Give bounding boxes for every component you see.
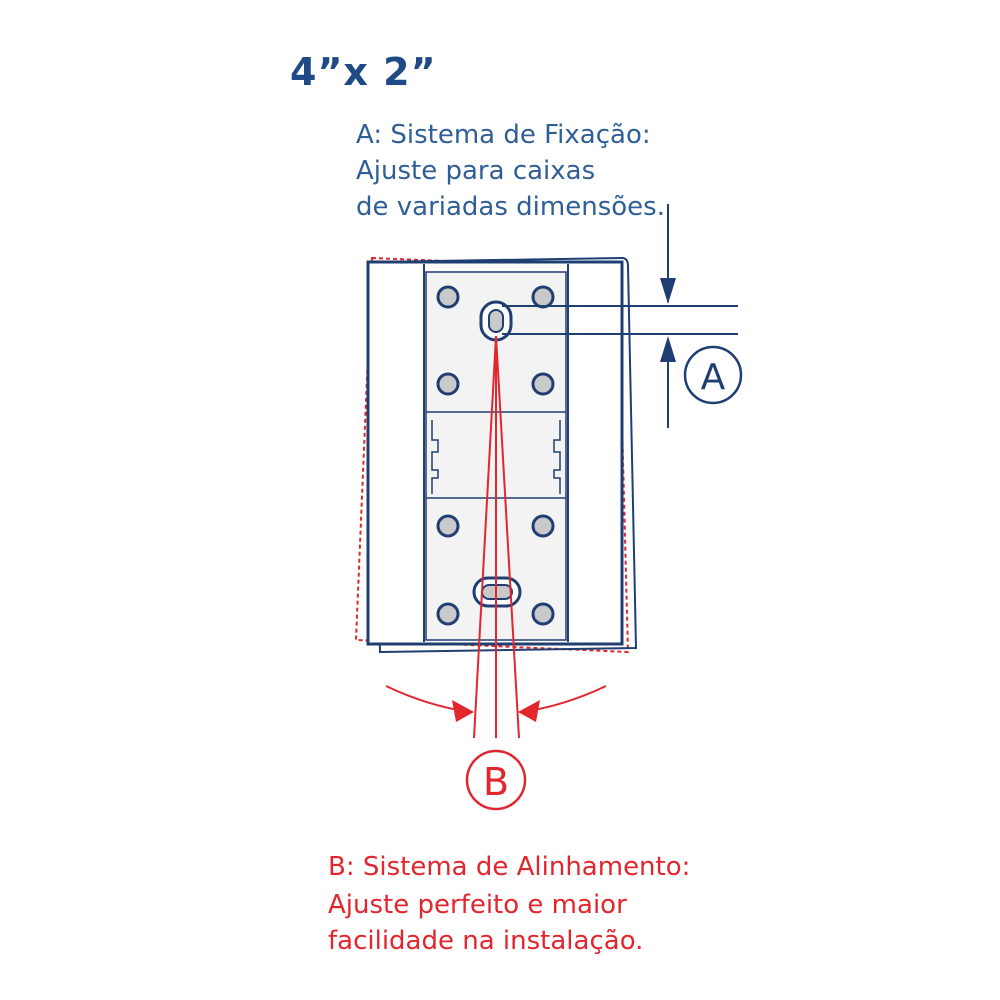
screw-hole [436, 285, 460, 309]
arrow-left-icon [518, 700, 540, 722]
note-b-line-1: B: Sistema de Alinhamento: [328, 852, 691, 882]
screw-hole [436, 372, 460, 396]
note-a-line-3: de variadas dimensões. [356, 192, 665, 222]
alignment-lines [473, 335, 520, 739]
arrow-down-icon [660, 278, 676, 304]
screw-hole [531, 602, 555, 626]
note-a-line-2: Ajuste para caixas [356, 156, 596, 186]
screw-hole [531, 514, 555, 538]
marker-a-label: A [701, 357, 726, 398]
arrow-up-icon [660, 336, 676, 362]
module-left-notch [431, 420, 439, 494]
note-b-line-3: facilidade na instalação. [328, 926, 644, 956]
frame-shadow [370, 256, 638, 654]
marker-a-circle [683, 345, 743, 405]
screw-holes [436, 285, 555, 626]
screw-hole [436, 602, 460, 626]
vertical-slot-inner [488, 309, 504, 333]
arrow-right-icon [452, 700, 474, 722]
screw-hole [531, 372, 555, 396]
marker-b-label: B [483, 760, 509, 804]
screw-hole [531, 285, 555, 309]
marker-b-circle [465, 749, 527, 811]
note-b-line-2: Ajuste perfeito e maior [328, 890, 627, 920]
screw-hole [436, 514, 460, 538]
page-title: 4”x 2” [290, 50, 437, 94]
module-right-notch [553, 420, 561, 494]
note-a-line-1: A: Sistema de Fixação: [356, 120, 651, 150]
